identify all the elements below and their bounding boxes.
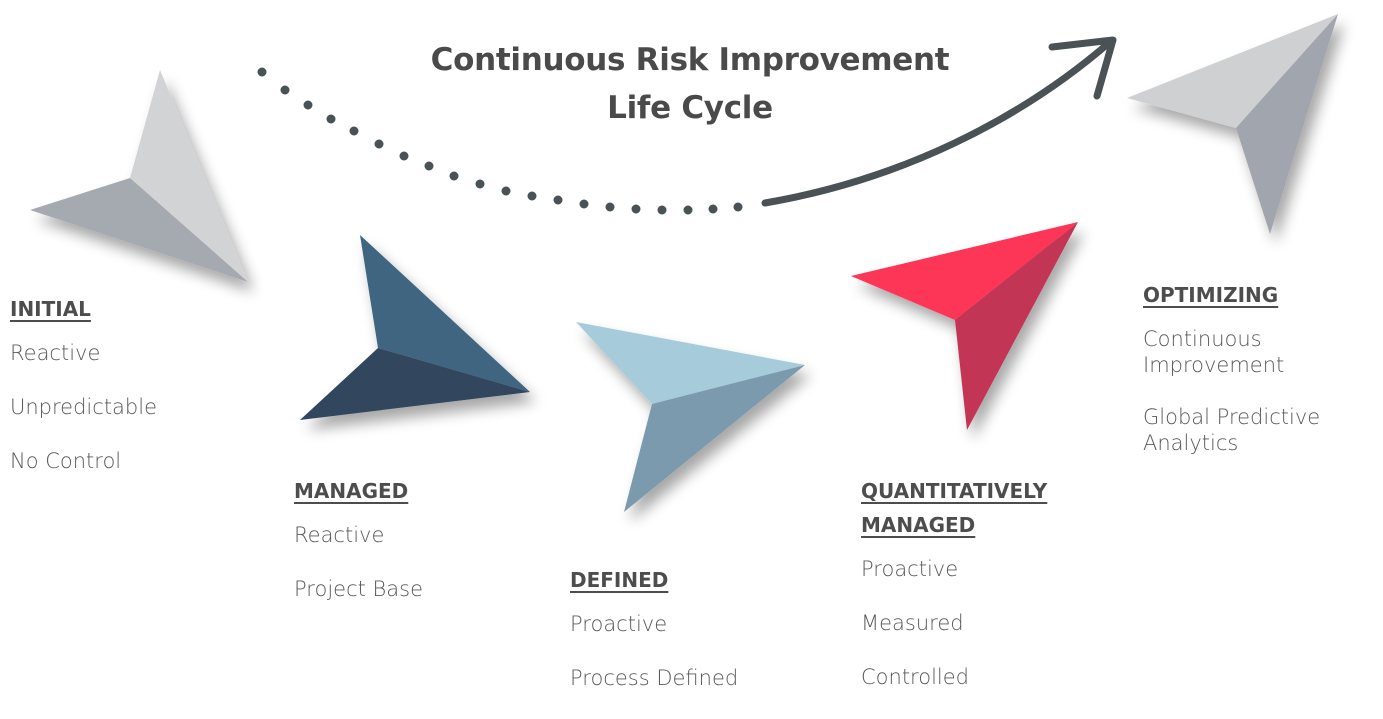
managed-arrow-icon xyxy=(300,235,530,420)
stage-optimizing: OPTIMIZING Continuous Improvement Global… xyxy=(1143,278,1378,482)
stage-item: Continuous Improvement xyxy=(1143,327,1285,377)
stage-item: Global Predictive Analytics xyxy=(1143,405,1321,455)
stage-item: Reactive xyxy=(10,341,101,365)
stage-item: Proactive xyxy=(570,612,668,636)
improvement-arrow xyxy=(761,38,1114,207)
title-line-1: Continuous Risk Improvement xyxy=(430,42,950,78)
stage-item: Project Base xyxy=(294,577,424,601)
stage-initial: INITIAL Reactive Unpredictable No Contro… xyxy=(10,292,240,502)
initial-arrow-icon xyxy=(30,70,248,282)
stage-heading: QUANTITATIVELY MANAGED xyxy=(861,474,1101,542)
stage-heading: DEFINED xyxy=(570,568,669,592)
diagram-title: Continuous Risk Improvement Life Cycle xyxy=(395,36,985,132)
title-line-2: Life Cycle xyxy=(607,90,773,126)
stage-item: Proactive xyxy=(861,557,959,581)
stage-managed: MANAGED Reactive Project Base xyxy=(294,474,524,630)
maturity-diagram xyxy=(30,14,1338,512)
stage-heading: INITIAL xyxy=(10,297,91,321)
dotted-path xyxy=(257,67,743,215)
stage-heading: MANAGED xyxy=(294,479,409,503)
arrow-head-icon xyxy=(1048,36,1117,100)
stage-item: Measured xyxy=(861,611,964,635)
stage-item: Reactive xyxy=(294,523,385,547)
stage-heading: OPTIMIZING xyxy=(1143,283,1279,307)
optimizing-arrow-icon xyxy=(1127,14,1338,234)
stage-heading-line-2: MANAGED xyxy=(861,513,976,537)
stage-quantitatively-managed: QUANTITATIVELY MANAGED Proactive Measure… xyxy=(861,474,1121,718)
stage-item: Process Defined xyxy=(570,666,739,690)
defined-arrow-icon xyxy=(576,322,805,512)
quantitatively-managed-arrow-icon xyxy=(851,222,1078,430)
stage-item: No Control xyxy=(10,449,122,473)
stage-defined: DEFINED Proactive Process Defined xyxy=(570,563,830,719)
stage-heading-line-1: QUANTITATIVELY xyxy=(861,479,1048,503)
stage-item: Unpredictable xyxy=(10,395,157,419)
stage-item: Controlled xyxy=(861,665,969,689)
